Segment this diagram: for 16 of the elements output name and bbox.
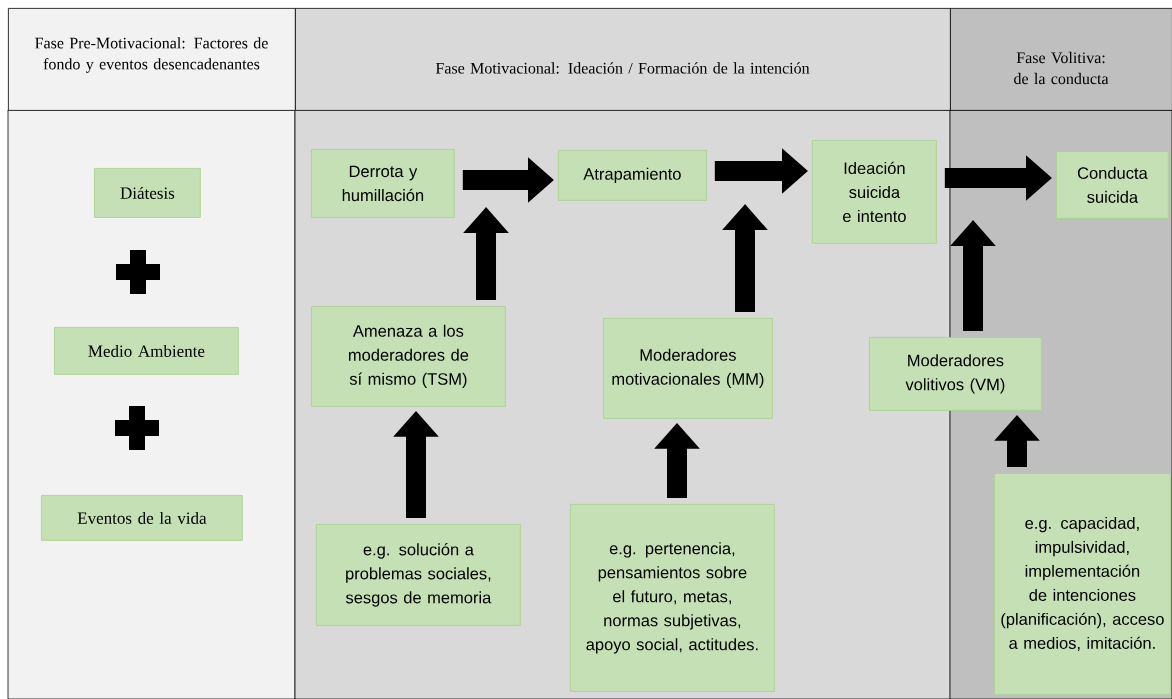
text-box: e.g. pertenencia, pensamientos sobre el futuro, metas, normas subjetivas, apoyo social, actitudes. xyxy=(570,504,775,692)
header-cell: Fase Volitiva: de la conducta xyxy=(950,8,1172,111)
text-box: Medio Ambiente xyxy=(54,327,239,375)
text-box: e.g. solución a problemas sociales, sesgos de memoria xyxy=(316,524,521,626)
text-box: Moderadores motivacionales (MM) xyxy=(603,318,773,419)
text-box: Amenaza a los moderadores de sí mismo (TSM) xyxy=(311,306,506,407)
text-box: Ideación suicida e intento xyxy=(812,140,937,244)
header-cell: Fase Pre-Motivacional: Factores de fondo y eventos desencadenantes xyxy=(8,8,296,111)
text-box: Conducta suicida xyxy=(1056,151,1169,219)
text-box: Atrapamiento xyxy=(558,150,707,201)
header-cell: Fase Motivacional: Ideación / Formación de la intención xyxy=(295,8,951,111)
text-box: Diátesis xyxy=(94,168,201,218)
text-box: Moderadores volitivos (VM) xyxy=(869,337,1042,411)
text-box: Derrota y humillación xyxy=(311,149,455,218)
text-box: Eventos de la vida xyxy=(41,495,243,541)
text-box: e.g. capacidad, impulsividad, implementación de intenciones (planificación), acceso a medios, imitación. xyxy=(994,473,1171,695)
